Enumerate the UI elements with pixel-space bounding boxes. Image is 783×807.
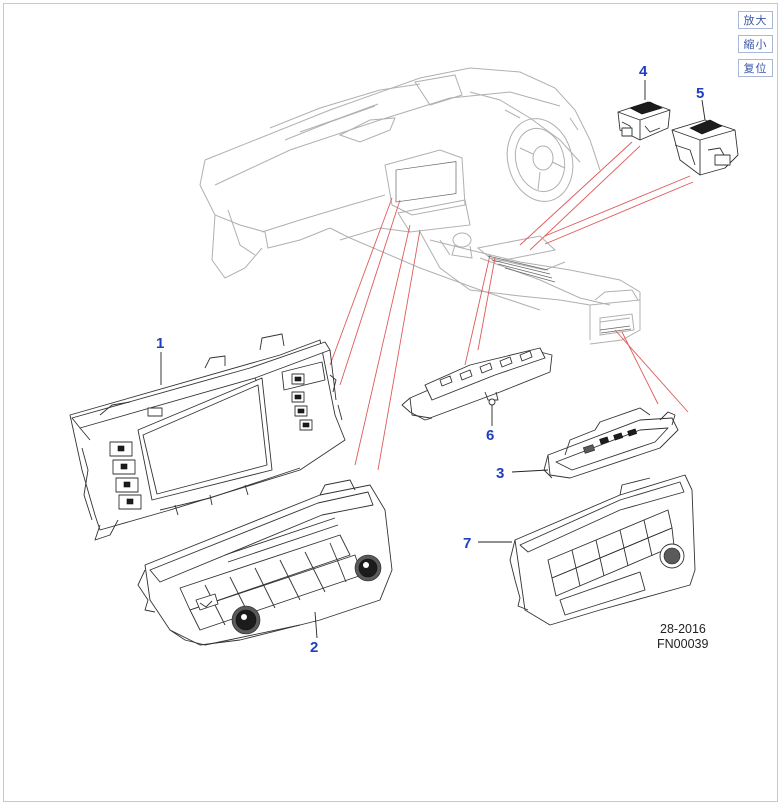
part-3-switch-pack: [543, 407, 679, 479]
part-6-switch-panel: [401, 347, 553, 421]
callout-5[interactable]: 5: [696, 85, 704, 102]
part-2-audio-climate-panel: [137, 479, 393, 646]
part-7-climate-panel: [509, 474, 696, 626]
part-4-module: [617, 101, 671, 141]
red-leader-lines: [329, 141, 694, 471]
part-5-module: [671, 119, 739, 176]
zoom-in-button[interactable]: 放大: [738, 11, 773, 29]
part-1-touchscreen: [69, 333, 346, 541]
callout-4[interactable]: 4: [639, 63, 648, 80]
callout-2[interactable]: 2: [310, 639, 318, 656]
callout-3[interactable]: 3: [496, 465, 504, 482]
callout-7[interactable]: 7: [463, 535, 471, 552]
callout-leaders: [160, 80, 706, 639]
figure-id: FN00039: [657, 637, 708, 651]
callout-1[interactable]: 1: [156, 335, 164, 352]
dashboard-outline: [199, 67, 641, 345]
zoom-out-button[interactable]: 縮小: [738, 35, 773, 53]
figure-code: 28-2016: [660, 622, 706, 636]
reset-zoom-button[interactable]: 复位: [738, 59, 773, 77]
callout-6[interactable]: 6: [486, 427, 494, 444]
